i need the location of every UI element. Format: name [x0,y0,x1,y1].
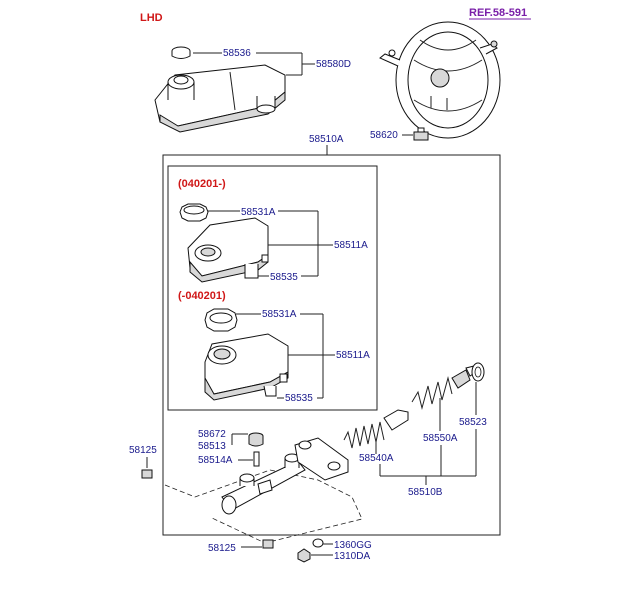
label-58511A-lower: 58511A [336,350,370,361]
label-58536: 58536 [223,48,251,59]
reservoir-variants-box [167,165,378,411]
label-58535-lower: 58535 [285,393,313,404]
master-cylinder-frame [162,154,501,536]
reservoir-cap-lower[interactable] [204,308,238,332]
nut-1310DA[interactable] [297,548,311,563]
label-1360GG: 1360GG [334,540,372,551]
spring-58540A[interactable] [343,409,409,449]
reservoir-upper [187,217,269,283]
reservoir-cap-upper[interactable] [179,203,209,222]
brake-booster [379,21,501,139]
snap-ring-58523[interactable] [471,362,485,382]
bolt-58125-bottom[interactable] [262,539,274,549]
note-lower: (-040201) [178,290,226,302]
label-58531A-upper: 58531A [241,207,276,218]
note-upper: (040201-) [178,178,226,190]
label-58510B: 58510B [408,487,443,498]
label-58511A-upper: 58511A [334,240,368,251]
label-58125-left: 58125 [129,445,157,456]
reservoir-cap-58536[interactable] [171,46,191,59]
label-58523: 58523 [459,417,487,428]
label-58620: 58620 [370,130,398,141]
piston-58550A[interactable] [411,365,477,410]
label-58513: 58513 [198,441,226,452]
reservoir-seal-58672[interactable] [248,432,264,447]
label-58535-upper: 58535 [270,272,298,283]
label-58540A: 58540A [359,453,394,464]
label-58672: 58672 [198,429,226,440]
variant-label: LHD [140,12,163,24]
washer-1360GG[interactable] [312,538,324,548]
master-cylinder-body [164,437,363,544]
reservoir-lower [204,333,289,401]
label-58550A: 58550A [423,433,458,444]
bolt-58125-left[interactable] [141,469,153,479]
clevis-58620[interactable] [413,127,429,141]
label-1310DA: 1310DA [334,551,370,562]
label-58125-bottom: 58125 [208,543,236,554]
reference-link[interactable]: REF.58-591 [469,7,527,19]
label-58514A: 58514A [198,455,233,466]
label-58580D: 58580D [316,59,351,70]
pin-58514A[interactable] [253,451,260,467]
label-58531A-lower: 58531A [262,309,297,320]
reservoir-assembly-top [154,64,286,133]
label-58510A: 58510A [309,134,344,145]
